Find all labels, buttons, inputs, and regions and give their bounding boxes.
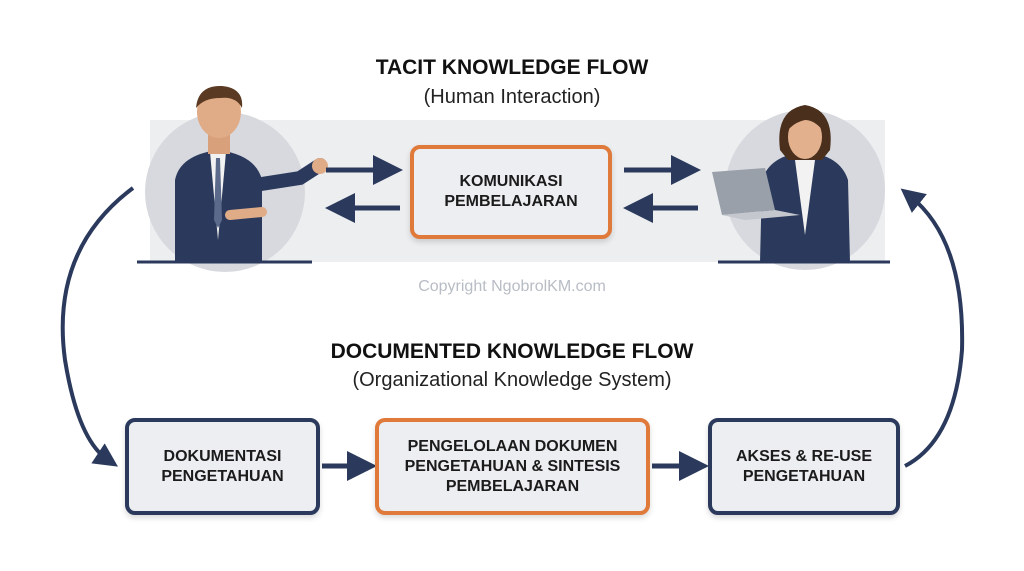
- communication-learning-box: KOMUNIKASI PEMBELAJARAN: [410, 145, 612, 239]
- female-laptop-user-icon: [712, 105, 850, 262]
- documented-subtitle: (Organizational Knowledge System): [352, 369, 672, 391]
- loop-arrow-left: [60, 186, 135, 467]
- tacit-title: TACIT KNOWLEDGE FLOW: [375, 56, 649, 79]
- loop-arrow-right: [900, 188, 965, 468]
- copyright-watermark: Copyright NgobrolKM.com: [418, 278, 606, 295]
- box-line: PEMBELAJARAN: [445, 477, 580, 495]
- box-line: AKSES & RE-USE: [735, 447, 873, 465]
- male-presenter-icon: [175, 85, 328, 262]
- documented-title: DOCUMENTED KNOWLEDGE FLOW: [330, 340, 694, 363]
- box-line: PENGETAHUAN & SINTESIS: [404, 457, 621, 475]
- box-line: PEMBELAJARAN: [444, 193, 578, 210]
- management-synthesis-box: PENGELOLAAN DOKUMEN PENGETAHUAN & SINTESI…: [375, 418, 650, 515]
- box-line: PENGETAHUAN: [742, 467, 866, 485]
- box-line: PENGETAHUAN: [161, 467, 284, 485]
- tacit-subtitle: (Human Interaction): [423, 86, 601, 108]
- box-line: PENGELOLAAN DOKUMEN: [407, 437, 618, 455]
- box-line: DOKUMENTASI: [163, 447, 282, 465]
- box-line: KOMUNIKASI: [459, 173, 563, 190]
- documentation-box: DOKUMENTASI PENGETAHUAN: [125, 418, 320, 515]
- access-reuse-box: AKSES & RE-USE PENGETAHUAN: [708, 418, 900, 515]
